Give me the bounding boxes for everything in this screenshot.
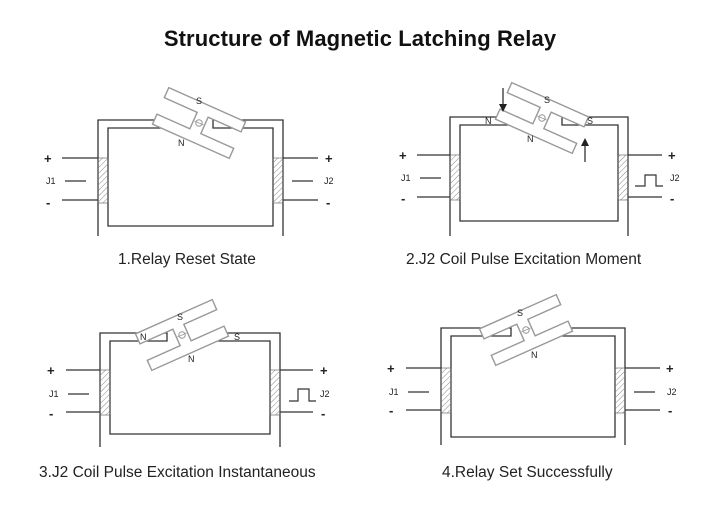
pole-s-label: S xyxy=(544,95,550,105)
pulse-icon xyxy=(635,174,663,187)
caption-pulse-instantaneous: 3.J2 Coil Pulse Excitation Instantaneous xyxy=(39,464,316,481)
caption-reset-state: 1.Relay Reset State xyxy=(118,251,256,268)
coil-j2-winding xyxy=(614,367,626,414)
pole-n-label: N xyxy=(188,354,195,364)
coil-j1-label: J1 xyxy=(46,176,56,186)
coil-j2-winding xyxy=(272,157,284,204)
coil-j2-label: J2 xyxy=(667,387,677,397)
minus-left: - xyxy=(389,403,393,418)
armature-4 xyxy=(478,293,574,367)
minus-right: - xyxy=(326,195,330,210)
coil-j1-label: J1 xyxy=(389,387,399,397)
plus-right: + xyxy=(666,361,674,376)
minus-right: - xyxy=(321,406,325,421)
minus-right: - xyxy=(668,403,672,418)
coil-j1-label: J1 xyxy=(49,389,59,399)
coil-j2-label: J2 xyxy=(324,176,334,186)
arrow-down-icon xyxy=(499,88,507,112)
coil-j2-label: J2 xyxy=(670,173,680,183)
panel-1: S N + - + - J1 J2 xyxy=(44,86,334,236)
plus-right: + xyxy=(668,148,676,163)
pulse-icon xyxy=(289,388,316,402)
caption-pulse-moment: 2.J2 Coil Pulse Excitation Moment xyxy=(406,251,642,268)
coil-j2-winding xyxy=(617,154,629,201)
minus-left: - xyxy=(46,195,50,210)
pole-n-label: N xyxy=(178,138,185,148)
minus-left: - xyxy=(49,406,53,421)
diagram-title: Structure of Magnetic Latching Relay xyxy=(163,26,557,51)
coil-j1-winding xyxy=(99,369,111,416)
pole-n-label: N xyxy=(531,350,538,360)
plus-right: + xyxy=(320,363,328,378)
panel-3: S N N S + - + - J1 J2 xyxy=(47,298,330,447)
plus-left: + xyxy=(387,361,395,376)
minus-right: - xyxy=(670,191,674,206)
armature-3 xyxy=(134,298,230,372)
caption-set-successfully: 4.Relay Set Successfully xyxy=(442,464,613,481)
pole-n-label: N xyxy=(527,134,534,144)
pole-s-label: S xyxy=(196,96,202,106)
panel-4: S N + - + - J1 J2 xyxy=(387,293,677,445)
frame-pole-n-label: N xyxy=(140,332,147,342)
armature-2 xyxy=(494,81,590,155)
frame-pole-s-label: S xyxy=(587,116,593,126)
coil-j1-winding xyxy=(449,154,461,201)
panel-2: S N N S + - + - J1 J2 xyxy=(399,81,680,236)
frame-pole-s-label: S xyxy=(234,332,240,342)
plus-right: + xyxy=(325,151,333,166)
coil-j2-winding xyxy=(269,369,281,416)
coil-j2-label: J2 xyxy=(320,389,330,399)
plus-left: + xyxy=(399,148,407,163)
plus-left: + xyxy=(44,151,52,166)
pole-s-label: S xyxy=(517,308,523,318)
minus-left: - xyxy=(401,191,405,206)
plus-left: + xyxy=(47,363,55,378)
coil-j1-winding xyxy=(440,367,452,414)
coil-j1-winding xyxy=(97,157,109,204)
coil-j1-label: J1 xyxy=(401,173,411,183)
arrow-up-icon xyxy=(581,138,589,162)
frame-pole-n-label: N xyxy=(485,116,492,126)
pole-s-label: S xyxy=(177,312,183,322)
